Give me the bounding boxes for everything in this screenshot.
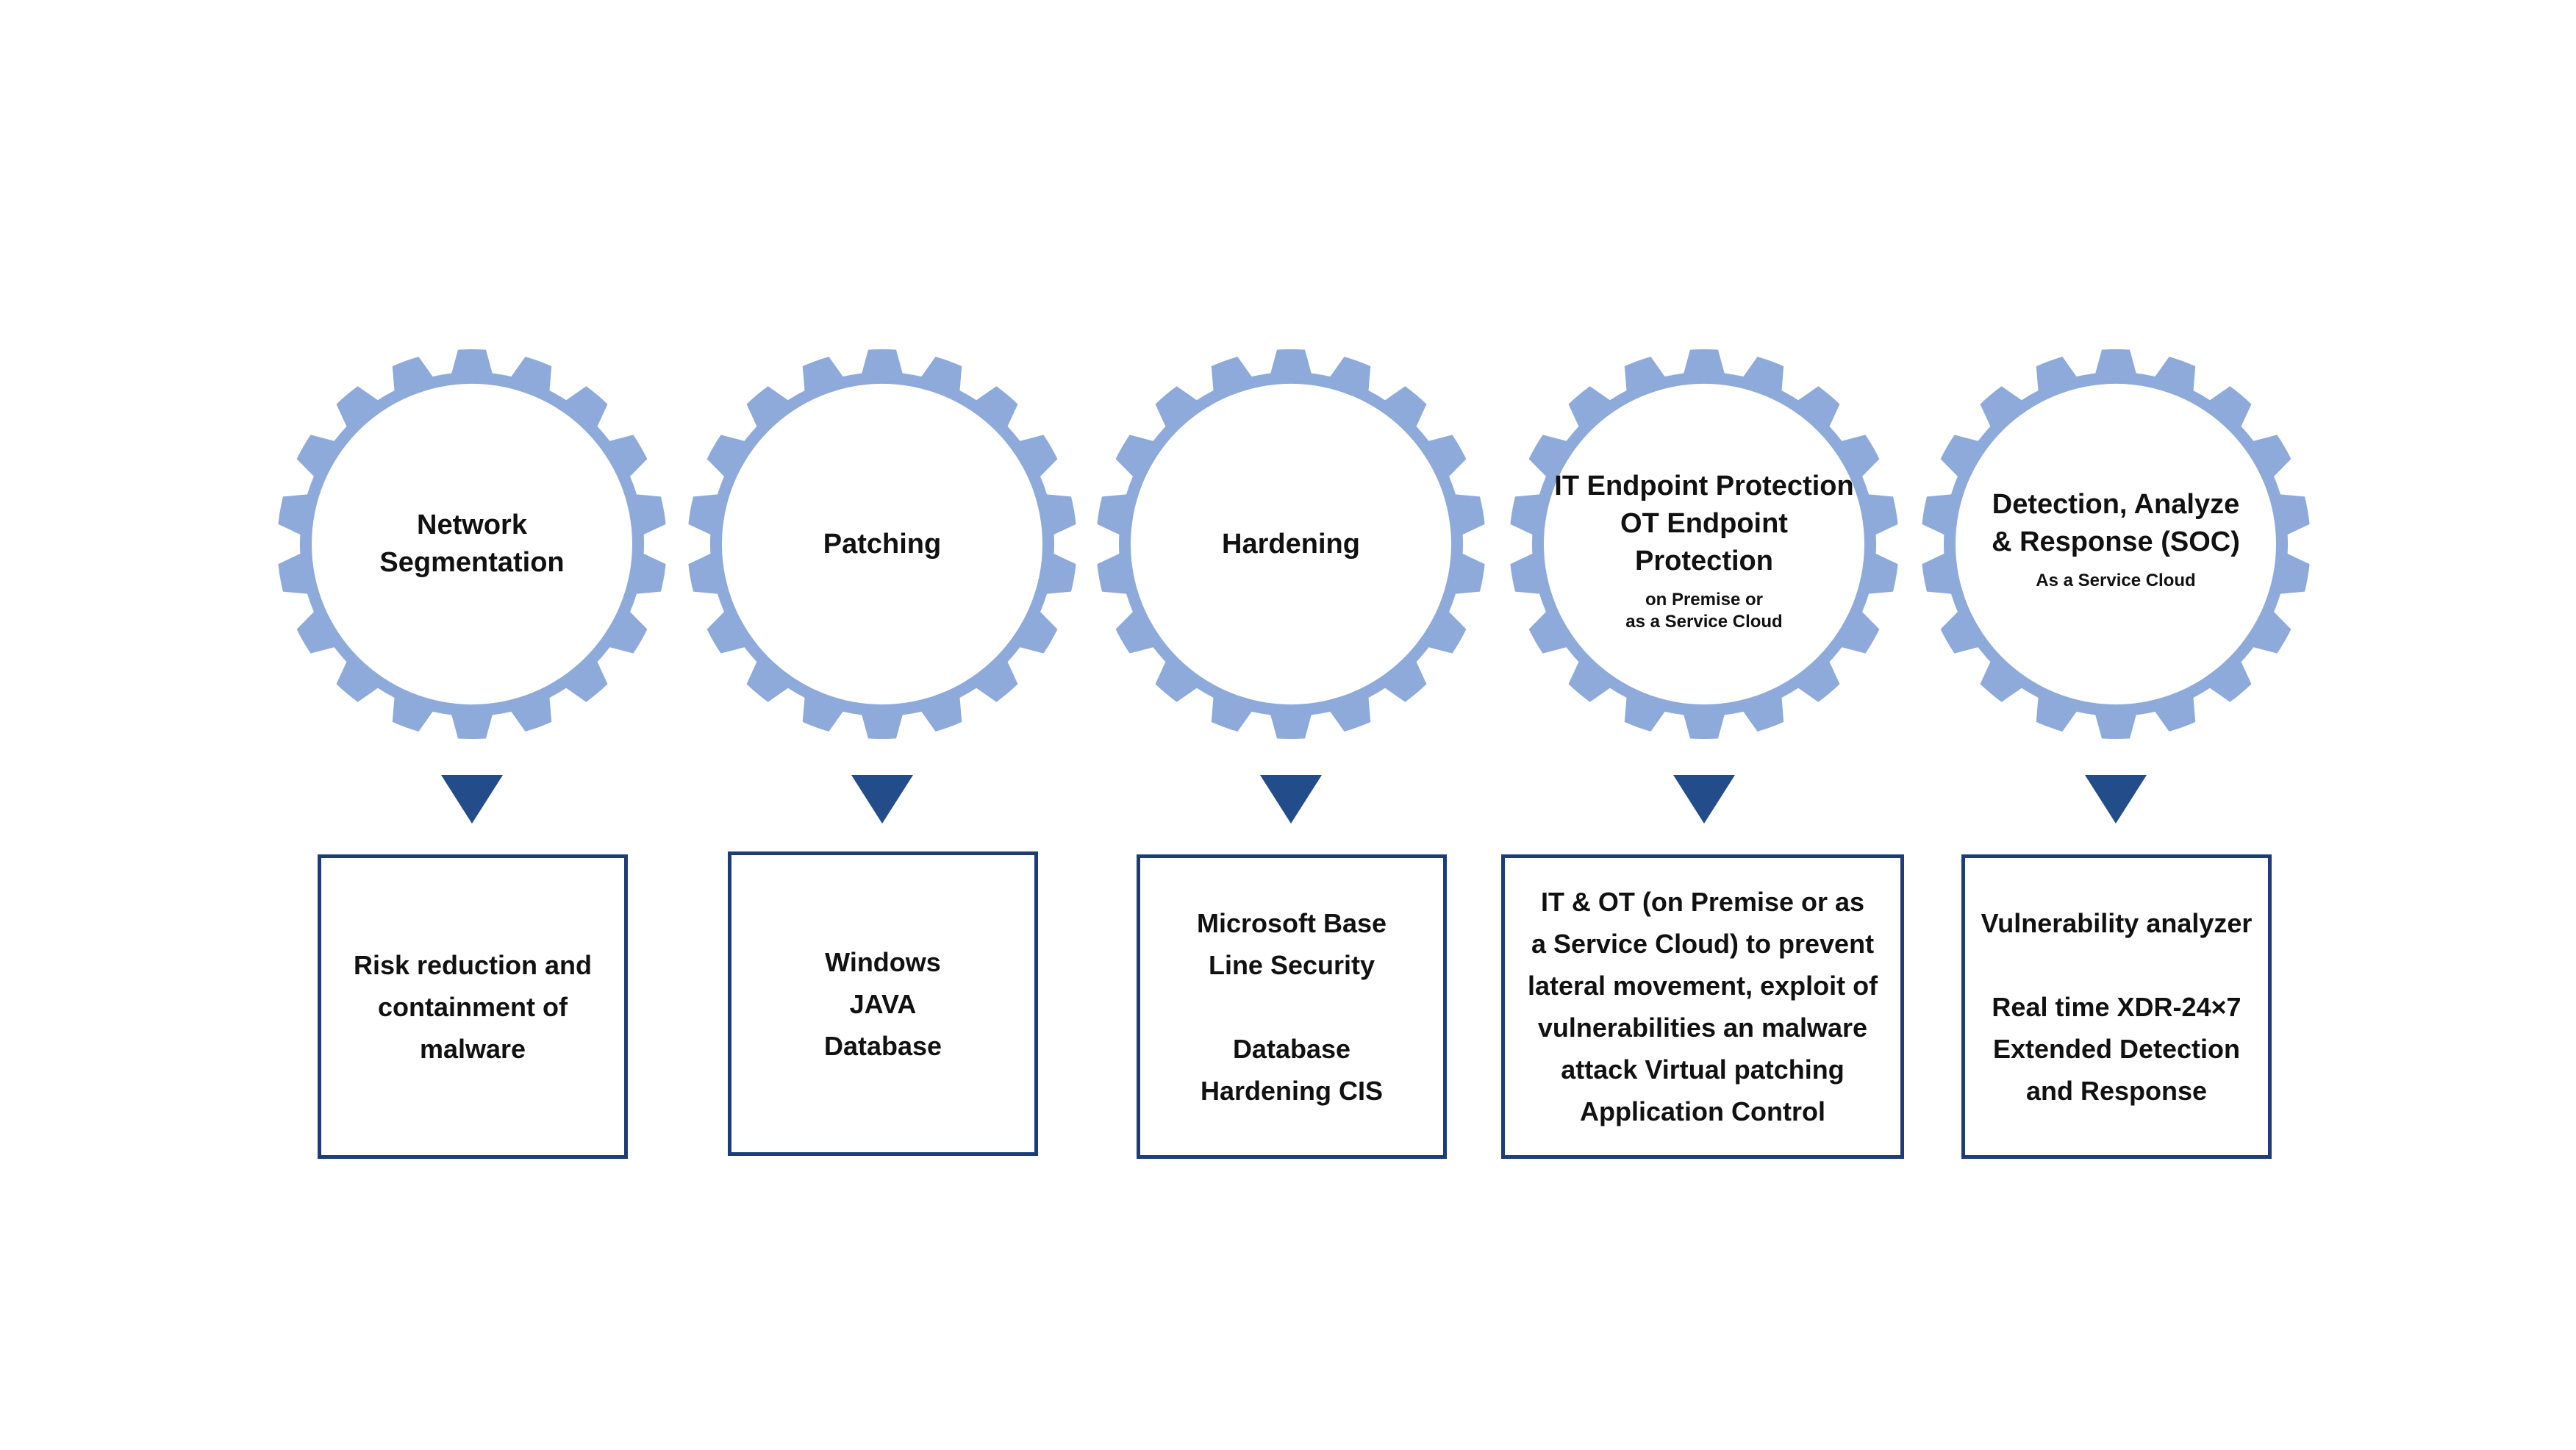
description-box: Windows JAVA Database [728,851,1038,1156]
description-box: Vulnerability analyzer Real time XDR-24×… [1961,854,2272,1159]
step-patching: Patching Windows JAVA Database [676,0,1088,1450]
gear-network-segmentation: Network Segmentation [266,338,678,750]
down-arrow-icon [1260,775,1322,824]
description-box: Microsoft Base Line Security Database Ha… [1137,854,1447,1159]
gear-title: Patching [823,528,942,560]
gear-patching: Patching [676,338,1088,750]
description-box: Risk reduction and containment of malwar… [318,854,628,1159]
down-arrow-icon [1673,775,1735,824]
step-network-segmentation: Network Segmentation Risk reduction and … [266,0,678,1450]
gear-title: Network Segmentation [379,510,565,578]
step-endpoint-protection: IT Endpoint Protection OT Endpoint Prote… [1498,0,1910,1450]
down-arrow-icon [441,775,503,824]
down-arrow-icon [2085,775,2147,824]
gear-title: IT Endpoint Protection OT Endpoint Prote… [1554,470,1854,576]
gear-detection-soc: Detection, Analyze & Response (SOC) As a… [1910,338,2322,750]
down-arrow-icon [851,775,913,824]
gear-subtitle: on Premise or as a Service Cloud [1625,589,1783,632]
step-detection-soc: Detection, Analyze & Response (SOC) As a… [1910,0,2322,1450]
gear-subtitle: As a Service Cloud [2036,571,2196,590]
gear-title: Detection, Analyze & Response (SOC) [1992,489,2240,557]
step-hardening: Hardening Microsoft Base Line Security D… [1085,0,1497,1450]
description-box: IT & OT (on Premise or as a Service Clou… [1501,854,1904,1159]
gear-endpoint-protection: IT Endpoint Protection OT Endpoint Prote… [1498,338,1910,750]
gear-hardening: Hardening [1085,338,1497,750]
gear-title: Hardening [1222,528,1360,560]
